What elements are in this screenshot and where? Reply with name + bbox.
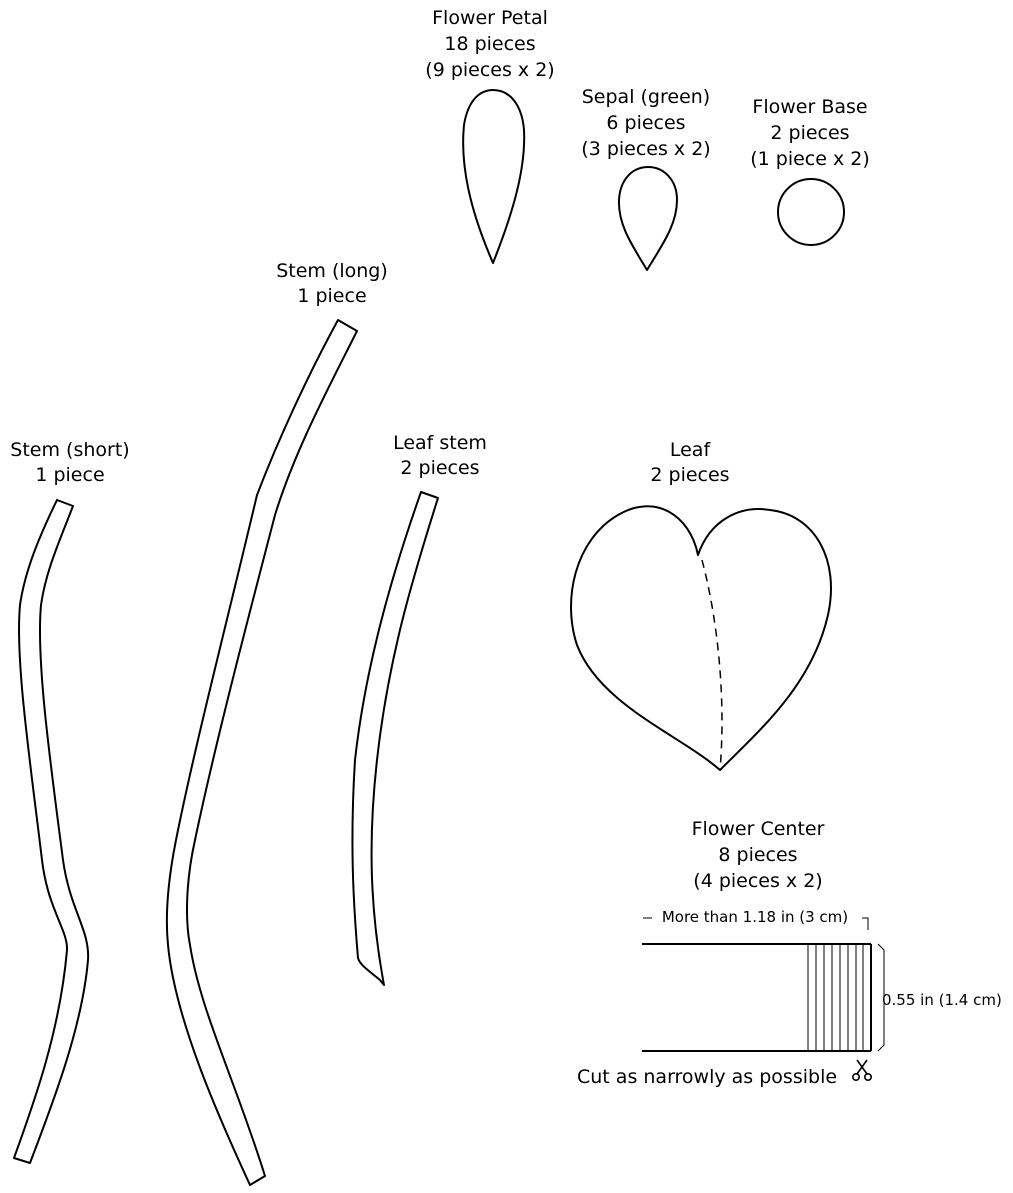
leaf-midrib-dashed-line xyxy=(701,559,723,771)
leaf-group: Leaf 2 pieces xyxy=(570,439,832,771)
width-dimension-bracket xyxy=(643,917,869,930)
flower-center-count: 8 pieces xyxy=(718,844,797,866)
flower-petal-shape xyxy=(462,89,526,264)
stem-short-shape xyxy=(13,499,90,1164)
flower-petal-title: Flower Petal xyxy=(432,7,548,29)
sepal-detail: (3 pieces x 2) xyxy=(581,138,710,160)
sepal-title: Sepal (green) xyxy=(582,86,710,108)
stem-short-title: Stem (short) xyxy=(10,439,129,461)
leaf-stem-title: Leaf stem xyxy=(393,432,487,454)
flower-base-title: Flower Base xyxy=(752,96,867,118)
sepal-group: Sepal (green) 6 pieces (3 pieces x 2) xyxy=(581,86,711,271)
leaf-shape xyxy=(570,505,832,771)
flower-center-group: Flower Center 8 pieces (4 pieces x 2) Mo… xyxy=(577,818,1002,1088)
flower-center-cut-note: Cut as narrowly as possible xyxy=(577,1066,837,1088)
stem-long-title: Stem (long) xyxy=(276,260,388,282)
stem-short-count: 1 piece xyxy=(35,464,104,486)
sepal-shape xyxy=(617,166,678,271)
flower-base-shape xyxy=(777,178,845,246)
flower-petal-count: 18 pieces xyxy=(444,33,535,55)
fringe-cut-lines xyxy=(807,944,864,1051)
leaf-stem-group: Leaf stem 2 pieces xyxy=(351,432,487,986)
flower-base-count: 2 pieces xyxy=(770,122,849,144)
flower-center-width-note: More than 1.18 in (3 cm) xyxy=(662,908,848,926)
flower-base-group: Flower Base 2 pieces (1 piece x 2) xyxy=(750,96,870,246)
leaf-stem-count: 2 pieces xyxy=(400,457,479,479)
scissors-icon xyxy=(852,1059,873,1082)
height-dimension-bracket xyxy=(877,943,885,1052)
stem-long-group: Stem (long) 1 piece xyxy=(165,260,388,1186)
leaf-title: Leaf xyxy=(670,439,712,461)
flower-petal-detail: (9 pieces x 2) xyxy=(425,59,554,81)
leaf-count: 2 pieces xyxy=(650,464,729,486)
flower-center-title: Flower Center xyxy=(692,818,825,840)
stem-long-shape xyxy=(165,319,358,1186)
stem-short-group: Stem (short) 1 piece xyxy=(10,439,130,1164)
flower-center-detail: (4 pieces x 2) xyxy=(693,870,822,892)
flower-petal-group: Flower Petal 18 pieces (9 pieces x 2) xyxy=(425,7,555,264)
sepal-count: 6 pieces xyxy=(606,112,685,134)
flower-center-height-note: 0.55 in (1.4 cm) xyxy=(882,991,1002,1009)
stem-long-count: 1 piece xyxy=(297,285,366,307)
leaf-stem-shape xyxy=(351,491,439,986)
flower-base-detail: (1 piece x 2) xyxy=(750,148,870,170)
